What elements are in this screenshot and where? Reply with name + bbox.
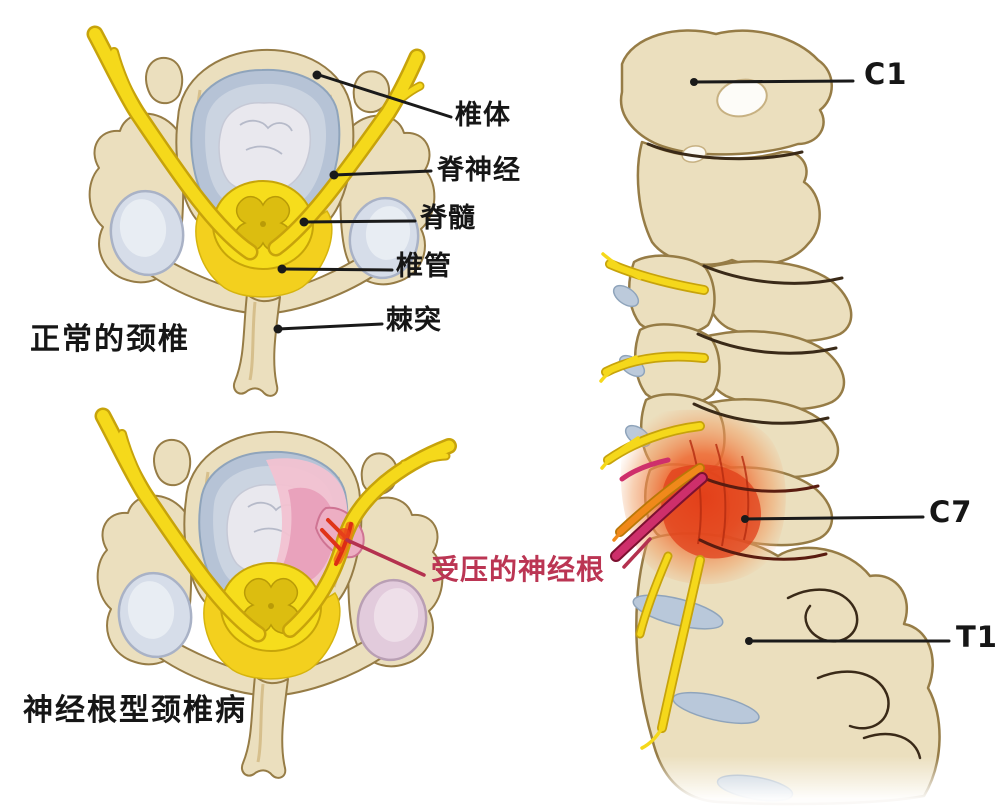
label-vertebral-body: 椎体 xyxy=(455,100,511,131)
bone-contours xyxy=(646,142,922,760)
lateral-cervical-spine xyxy=(599,29,1000,806)
label-c1: C1 xyxy=(864,57,908,91)
label-c7: C7 xyxy=(929,495,973,529)
red-leader-lines xyxy=(345,537,652,577)
radiculopathy-vertebra-cross-section xyxy=(98,416,457,780)
label-spinous-process: 棘突 xyxy=(386,305,442,336)
facet-shapes xyxy=(109,189,420,280)
label-vertebral-canal: 椎管 xyxy=(396,251,452,282)
compression-marks xyxy=(320,518,352,552)
label-spinal-nerve: 脊神经 xyxy=(437,155,521,186)
label-spinal-cord: 脊髓 xyxy=(420,203,476,234)
disease-section-title: 神经根型颈椎病 xyxy=(23,693,247,728)
normal-section-title: 正常的颈椎 xyxy=(30,322,190,357)
lateral-nerve-roots xyxy=(599,252,709,750)
label-compressed-nerve-root: 受压的神经根 xyxy=(431,553,606,586)
normal-vertebra-cross-section xyxy=(90,34,436,398)
leader-lines xyxy=(273,70,951,645)
label-t1: T1 xyxy=(956,620,998,654)
facet-shapes xyxy=(117,571,428,662)
